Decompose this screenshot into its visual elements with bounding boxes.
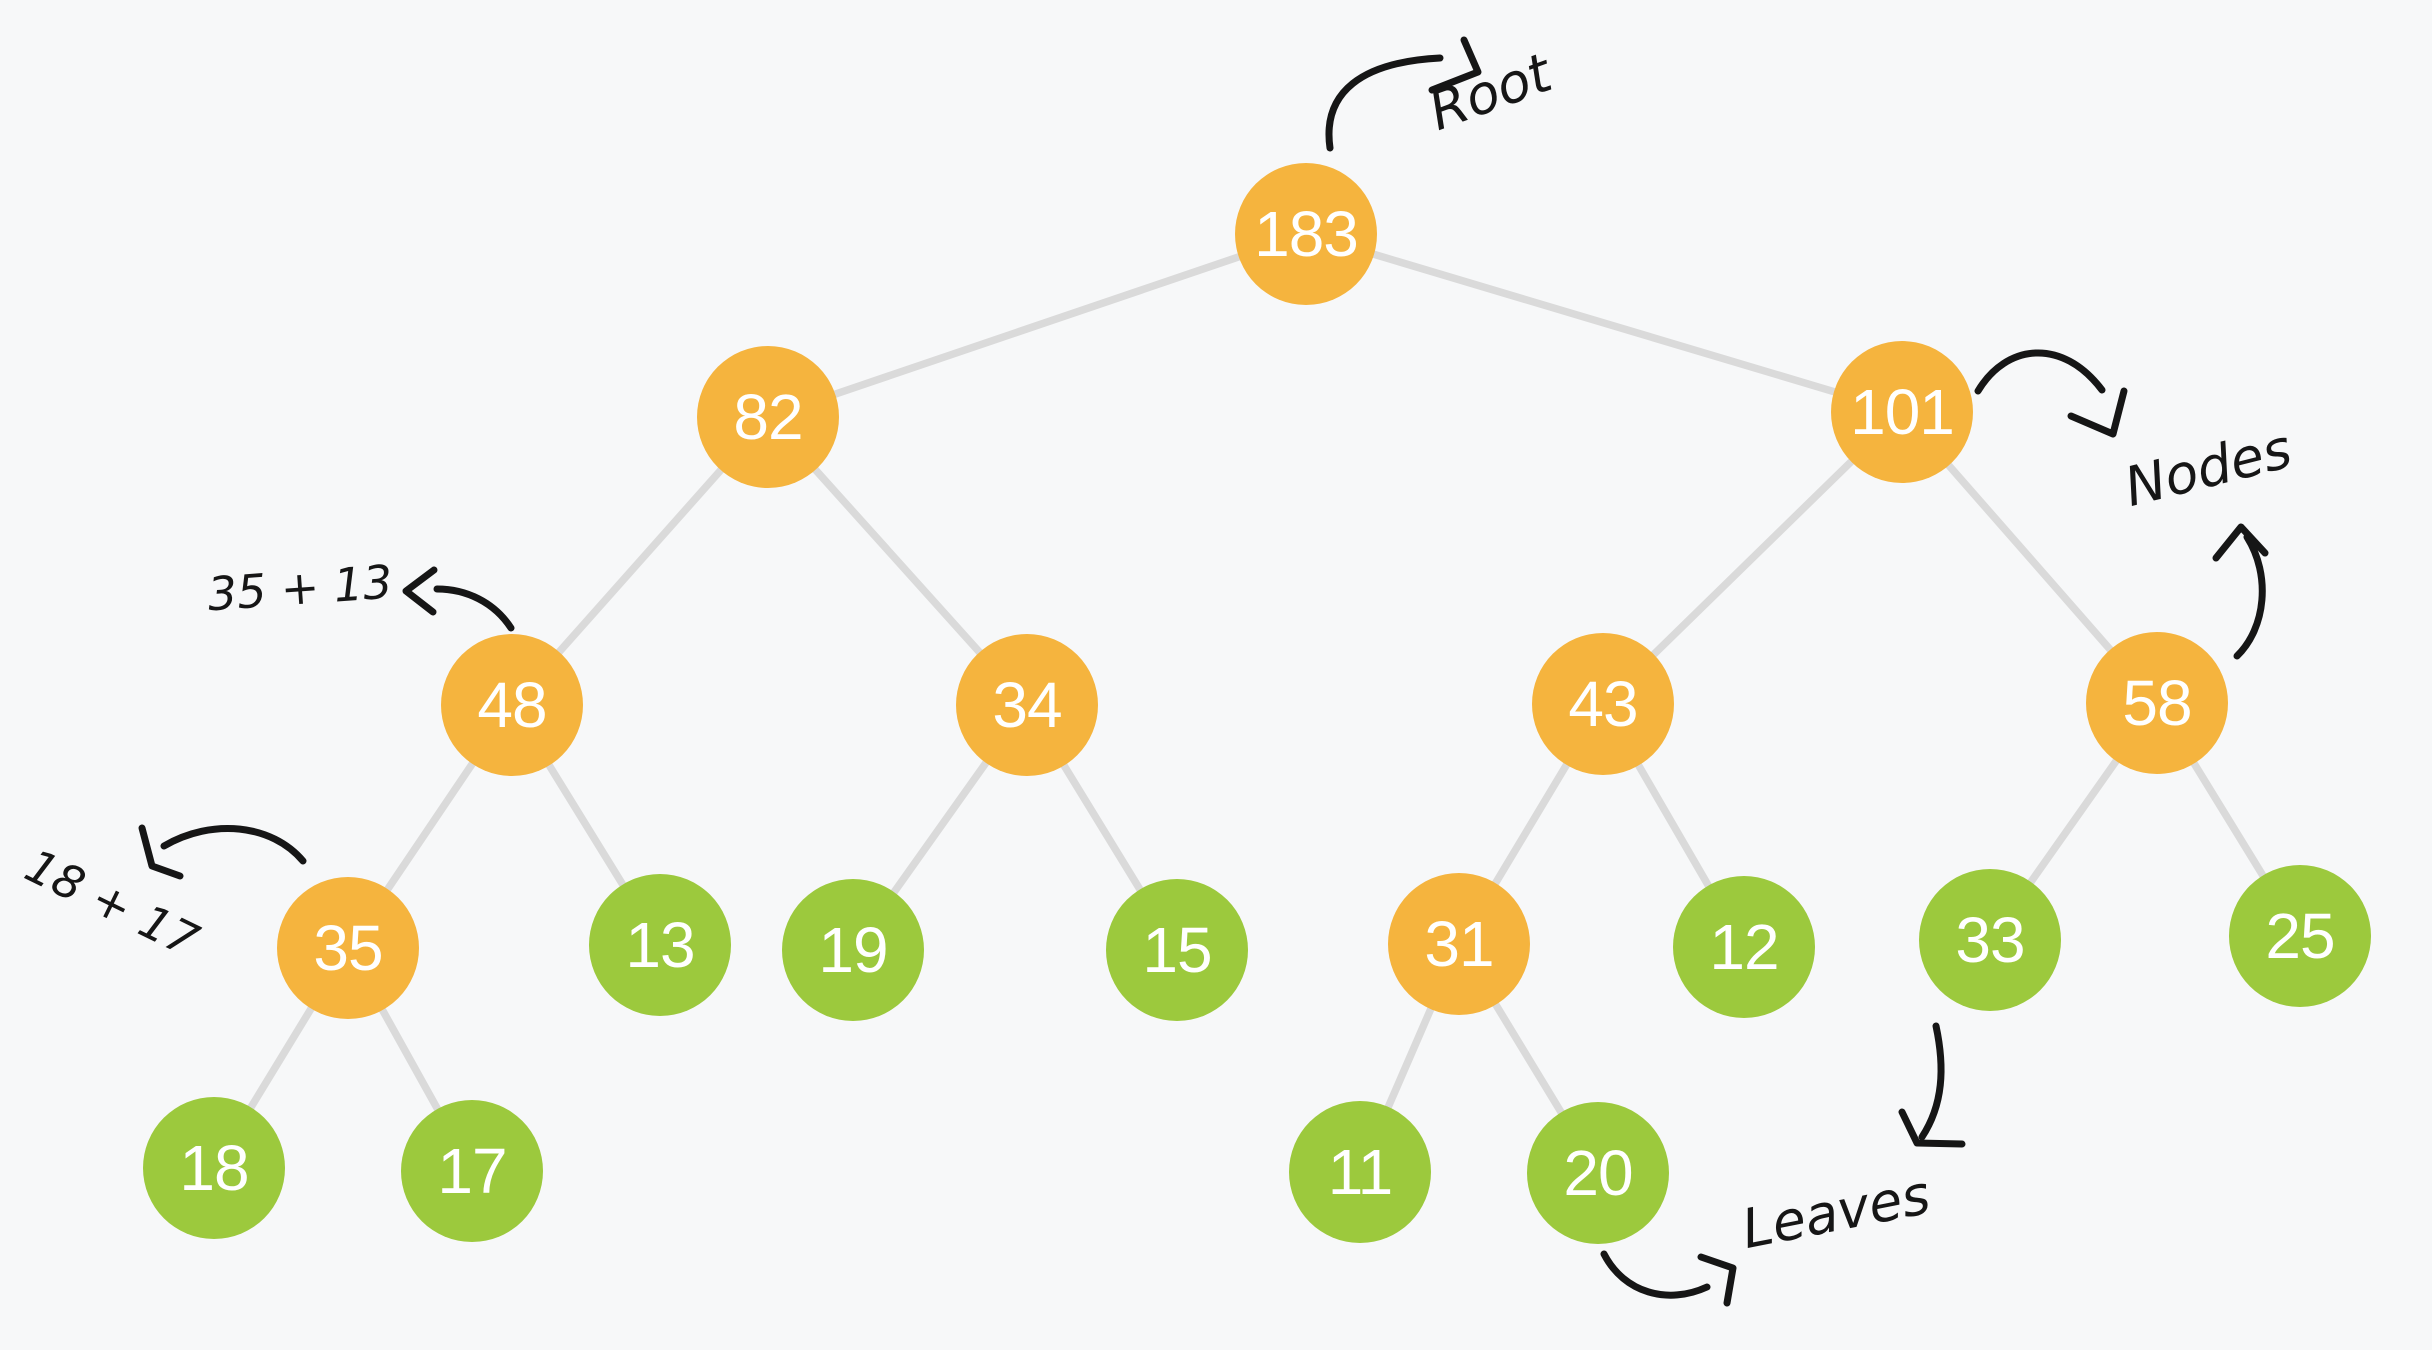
sum35-arrow	[160, 825, 307, 865]
tree-node-19: 19	[782, 879, 924, 1021]
annotation-arrows	[138, 36, 2269, 1307]
tree-node-183: 183	[1235, 163, 1377, 305]
tree-node-43: 43	[1532, 633, 1674, 775]
root-arrow	[1325, 54, 1444, 152]
tree-node-11: 11	[1289, 1101, 1431, 1243]
tree-node-13: 13	[589, 874, 731, 1016]
tree-node-82: 82	[697, 346, 839, 488]
tree-node-15: 15	[1106, 879, 1248, 1021]
tree-node-58: 58	[2086, 632, 2228, 774]
leaves-arrow-from-20-head	[1697, 1253, 1737, 1307]
tree-node-101: 101	[1831, 341, 1973, 483]
tree-node-12: 12	[1673, 876, 1815, 1018]
tree-node-25: 25	[2229, 865, 2371, 1007]
leaves-arrow-from-33	[1918, 1022, 1945, 1141]
tree-node-18: 18	[143, 1097, 285, 1239]
nodes-arrow-from-101-head	[2067, 387, 2128, 438]
root-arrow-head	[1428, 36, 1482, 94]
tree-node-20: 20	[1527, 1102, 1669, 1244]
nodes-arrow-from-101	[1974, 349, 2106, 395]
tree-node-35: 35	[277, 877, 419, 1019]
tree-node-34: 34	[956, 634, 1098, 776]
sum48-arrow	[433, 585, 515, 632]
edge-183-101	[1302, 230, 1906, 416]
leaves-arrow-from-20	[1600, 1250, 1711, 1299]
nodes-arrow-from-58	[2233, 533, 2266, 660]
nodes-arrow-from-58-head	[2212, 523, 2269, 562]
sum48-arrow-head	[402, 566, 438, 616]
leaves-arrow-from-33-head	[1898, 1108, 1966, 1148]
tree-node-48: 48	[441, 634, 583, 776]
sum35-arrow-head	[138, 824, 184, 880]
edge-183-82	[764, 230, 1310, 421]
tree-node-33: 33	[1919, 869, 2061, 1011]
tree-node-31: 31	[1388, 873, 1530, 1015]
tree-node-17: 17	[401, 1100, 543, 1242]
